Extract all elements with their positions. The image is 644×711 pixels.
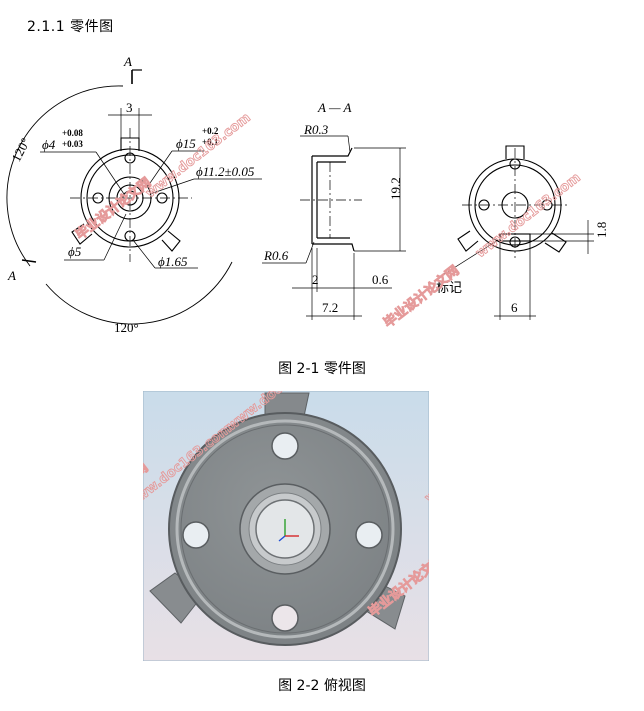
tol-phi15-lower: +0.1 bbox=[202, 137, 219, 147]
watermark-cn: 毕业设计论文网 bbox=[381, 263, 463, 332]
watermark-url: www.doc163.com bbox=[473, 170, 583, 261]
dim-2-label: 2 bbox=[312, 272, 319, 287]
angle-left-label: 120° bbox=[8, 135, 33, 164]
section-heading: 2.1.1 零件图 bbox=[27, 19, 114, 35]
tol-phi15-upper: +0.2 bbox=[202, 126, 219, 136]
dim-phi4-label: ϕ4 bbox=[42, 137, 56, 152]
dim-phi11-label: ϕ11.2±0.05 bbox=[196, 164, 255, 179]
r06-label: R0.6 bbox=[263, 248, 289, 263]
mark-label: 标记 bbox=[436, 281, 462, 296]
dim-3-label: 3 bbox=[126, 100, 133, 115]
tol-phi4-lower: +0.03 bbox=[62, 139, 83, 149]
dim-6-label: 6 bbox=[511, 300, 518, 315]
dim-72-label: 7.2 bbox=[322, 300, 338, 315]
dim-phi165-label: ϕ1.65 bbox=[158, 254, 188, 269]
dim-phi15-label: ϕ15 bbox=[176, 136, 196, 151]
watermark-url: www.doc163.com bbox=[143, 110, 253, 201]
top-view-render: www.doc163.com 毕业设计论文网 www.doc163.com ww… bbox=[143, 391, 429, 661]
section-mark-label-bottom: A bbox=[7, 268, 16, 283]
figure-2-caption: 图 2-2 俯视图 bbox=[278, 678, 366, 694]
part-drawing: A A 120° 120° 3 ϕ4 +0.08 +0.03 ϕ15 +0.2 … bbox=[6, 54, 609, 335]
figure-1-caption: 图 2-1 零件图 bbox=[278, 361, 366, 377]
dim-06-label: 0.6 bbox=[372, 272, 389, 287]
dim-18-label: 1.8 bbox=[594, 222, 609, 238]
angle-bottom-label: 120° bbox=[114, 320, 139, 335]
section-mark-label: A bbox=[123, 54, 132, 69]
section-view-title: A — A bbox=[317, 100, 352, 115]
dim-phi5-label: ϕ5 bbox=[68, 244, 82, 259]
dim-192-label: 19.2 bbox=[388, 177, 403, 200]
tol-phi4-upper: +0.08 bbox=[62, 128, 83, 138]
r03-label: R0.3 bbox=[303, 122, 329, 137]
